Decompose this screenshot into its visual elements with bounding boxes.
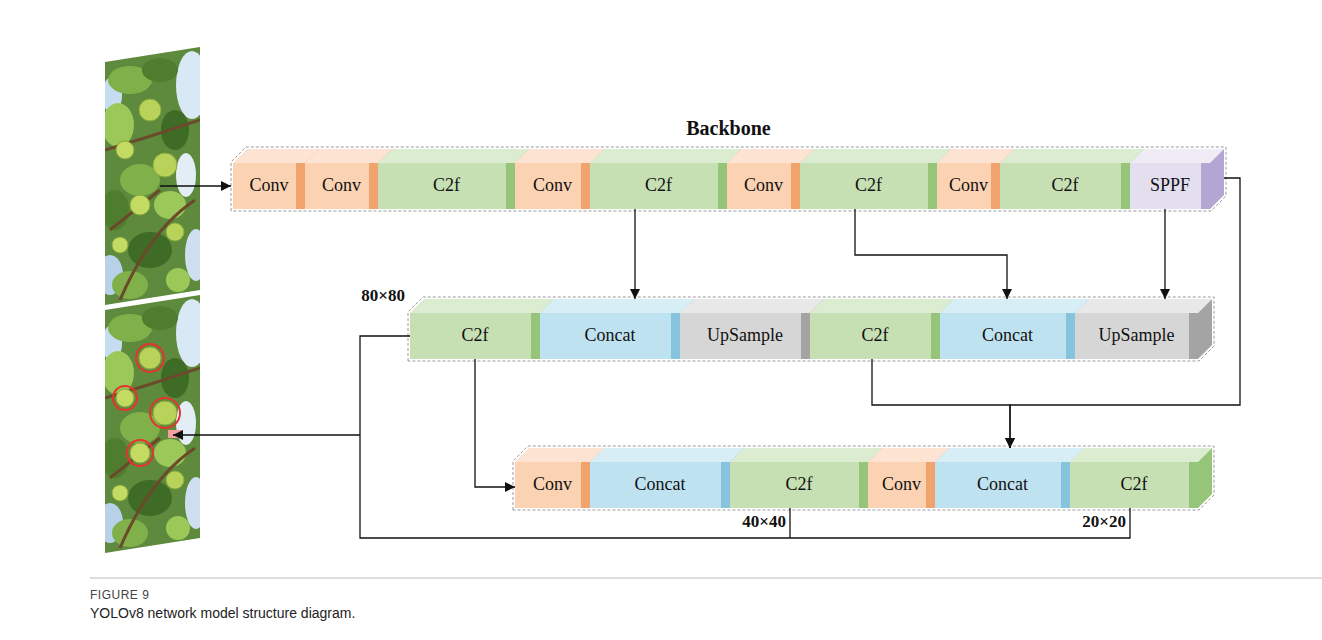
layer-name: Conv [868, 462, 935, 508]
layer-block: C2f [1000, 149, 1144, 209]
stage-outline [231, 147, 1226, 510]
layer-block: C2f [730, 448, 882, 508]
caption-rule [90, 578, 1322, 579]
detection-result-photo [97, 288, 208, 558]
flow-arrow [855, 209, 1007, 299]
layer-name: Concat [590, 462, 730, 508]
layer-block: Concat [540, 299, 694, 359]
flow-arrow [475, 359, 515, 487]
layer-block: C2f [810, 299, 954, 359]
resolution-label: 40×40 [742, 512, 786, 531]
flow-arrow [634, 209, 635, 299]
network-stage: BackboneConvConvC2fConvC2fConvC2fConvC2f… [233, 116, 1224, 209]
layer-block: UpSample [1075, 299, 1212, 359]
layer-block: C2f [1070, 448, 1212, 508]
layer-block: UpSample [680, 299, 824, 359]
layer-name: Conv [727, 163, 800, 209]
layer-name: C2f [1000, 163, 1130, 209]
layer-name: Conv [515, 163, 590, 209]
figure-number: FIGURE 9 [90, 588, 149, 602]
layer-name: Conv [515, 462, 590, 508]
layer-name: Conv [305, 163, 378, 209]
figure-caption: YOLOv8 network model structure diagram. [90, 605, 355, 621]
layer-name: C2f [378, 163, 515, 209]
resolution-label: 20×20 [1082, 512, 1126, 531]
layer-block: SPPF [1130, 149, 1224, 209]
layer-name: C2f [590, 163, 727, 209]
flow-arrow [872, 359, 1010, 448]
layer-name: Conv [937, 163, 1000, 209]
layer-name: SPPF [1130, 163, 1210, 209]
layer-name: Conv [233, 163, 305, 209]
apple-tree-photo [97, 40, 208, 310]
flow-arrow [1164, 209, 1165, 299]
layer-name: Concat [940, 313, 1075, 359]
layer-block: C2f [410, 299, 554, 359]
layer-name: Concat [540, 313, 680, 359]
stage-heading: Backbone [233, 116, 1224, 140]
layer-name: UpSample [680, 313, 810, 359]
layer-block: C2f [378, 149, 529, 209]
detection-marks [113, 344, 182, 466]
layer-name: C2f [730, 462, 868, 508]
layer-name: C2f [1070, 462, 1198, 508]
layer-block: C2f [800, 149, 951, 209]
layer-block: Concat [940, 299, 1089, 359]
layer-block: Concat [935, 448, 1084, 508]
data-flow-line [160, 186, 1130, 538]
layer-name: C2f [810, 313, 940, 359]
layer-block: C2f [590, 149, 741, 209]
layer-name: Concat [935, 462, 1070, 508]
layer-name: C2f [410, 313, 540, 359]
layer-name: C2f [800, 163, 937, 209]
layer-name: UpSample [1075, 313, 1198, 359]
layer-block: Concat [590, 448, 744, 508]
resolution-label: 80×80 [361, 286, 405, 305]
